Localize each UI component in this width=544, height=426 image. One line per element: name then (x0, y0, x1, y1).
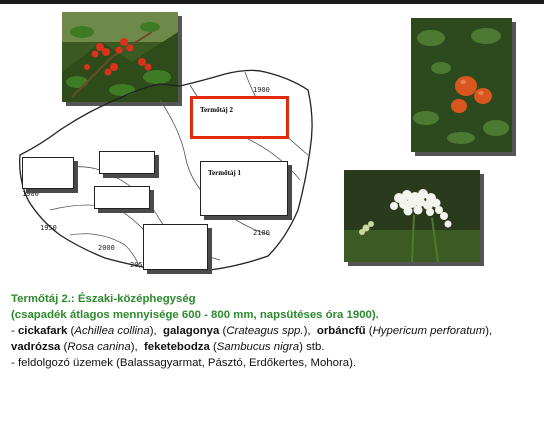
factories-line: - feldolgozó üzemek (Balassagyarmat, Pás… (11, 357, 357, 369)
region-title: Termőtáj 2.: Északi-középhegység (11, 293, 196, 305)
isoline-label: 1950 (40, 224, 57, 232)
termotaj-2-highlight-box: Termőtáj 2 (190, 96, 289, 139)
empty-region-box (94, 186, 150, 209)
isoline-label: 1900 (253, 86, 270, 94)
isoline-label: 1900 (22, 190, 39, 198)
species-latin: Hypericum perforatum (372, 325, 486, 337)
species-name: cickafark (17, 325, 68, 337)
termotaj-2-label: Termőtáj 2 (200, 106, 233, 114)
isoline-label: 2100 (253, 229, 270, 237)
species-latin: Rosa canina (67, 341, 131, 353)
species-name: feketebodza (143, 341, 210, 353)
isoline-label: 2050 (130, 261, 147, 269)
termotaj-1-label: Termőtáj 1 (208, 169, 241, 177)
empty-region-box (143, 224, 208, 270)
hawthorn-photo (62, 12, 178, 102)
isoline-label: 2000 (98, 244, 115, 252)
top-rule (0, 0, 544, 4)
species-name: orbáncfű (316, 325, 366, 337)
region-description: Termőtáj 2.: Északi-középhegység (csapad… (11, 291, 536, 371)
species-name: vadrózsa (11, 341, 61, 353)
termotaj-1-box: Termőtáj 1 (200, 161, 288, 216)
region-climate: (csapadék átlagos mennyisége 600 - 800 m… (11, 309, 379, 321)
rosehip-photo (411, 18, 512, 152)
empty-region-box (99, 151, 155, 174)
species-latin: Crateagus spp. (226, 325, 304, 337)
species-latin: Achillea collina (74, 325, 150, 337)
yarrow-photo (344, 170, 480, 262)
species-latin: Sambucus nigra (216, 341, 300, 353)
species-name: galagonya (163, 325, 220, 337)
empty-region-box (22, 157, 74, 189)
species-list: - cickafark (Achillea collina), galagony… (11, 325, 496, 353)
